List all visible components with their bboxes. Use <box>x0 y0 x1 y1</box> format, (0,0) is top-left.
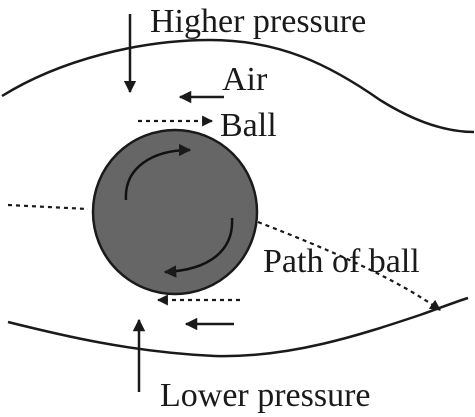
spin-arrow-upper <box>124 143 192 201</box>
upper-flow-curve <box>1 38 475 134</box>
path-of-ball-label: Path of ball <box>263 243 420 280</box>
path-of-ball-dashed-arrow <box>257 220 441 311</box>
air-label: Air <box>222 61 268 98</box>
lower-pressure-label: Lower pressure <box>160 377 371 414</box>
left-dashed-line <box>7 203 89 211</box>
ball-label: Ball <box>220 107 277 144</box>
spin-arrow-lower <box>163 217 234 278</box>
lower-flow-curve <box>7 296 469 358</box>
higher-pressure-label: Higher pressure <box>150 3 366 40</box>
ball <box>91 128 259 296</box>
